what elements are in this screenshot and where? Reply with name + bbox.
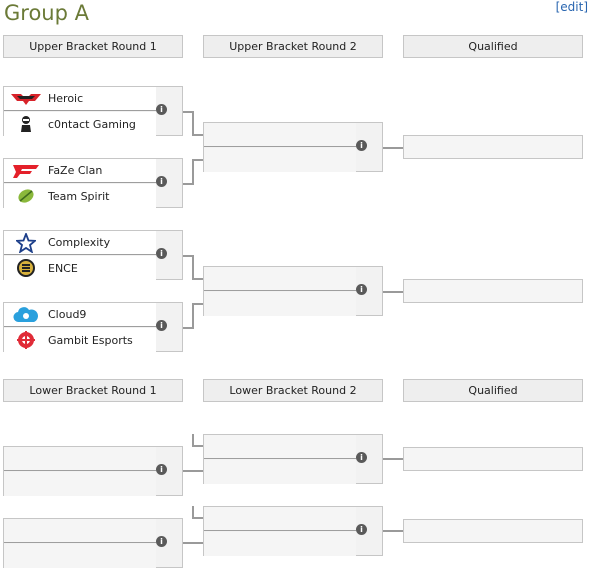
connector-line — [192, 303, 194, 329]
group-title: Group A — [4, 1, 89, 25]
team-slot-empty[interactable] — [4, 447, 156, 471]
upper-r2-match-2: i — [203, 266, 383, 316]
team-name: Complexity — [48, 236, 111, 249]
team-slot-empty[interactable] — [204, 532, 356, 556]
upper-r1-match-3: Complexity ENCE i — [3, 230, 183, 280]
lower-qualified-slot-2[interactable] — [403, 519, 583, 543]
team-slot-heroic[interactable]: Heroic — [4, 87, 156, 111]
match-info-icon[interactable]: i — [356, 524, 367, 535]
connector-line — [183, 327, 193, 329]
upper-r2-match-1: i — [203, 122, 383, 172]
connector-line — [192, 517, 203, 519]
team-slot-empty[interactable] — [4, 472, 156, 496]
faze-clan-logo — [4, 159, 48, 183]
team-slot-empty[interactable] — [204, 292, 356, 316]
cloud9-logo — [4, 303, 48, 327]
connector-line — [192, 434, 194, 446]
connector-line — [192, 445, 203, 447]
connector-line — [192, 303, 203, 305]
team-name: ENCE — [48, 261, 78, 275]
team-slot-empty[interactable] — [204, 507, 356, 531]
lower-qualified-slot-1[interactable] — [403, 447, 583, 471]
connector-line — [183, 111, 193, 113]
team-slot-cloud9[interactable]: Cloud9 — [4, 303, 156, 327]
lower-r2-match-1: i — [203, 434, 383, 484]
lower-r1-match-1: i — [3, 446, 183, 496]
lower-r2-match-2: i — [203, 506, 383, 556]
connector-line — [183, 542, 203, 544]
team-name: c0ntact Gaming — [48, 117, 136, 131]
team-slot-complexity[interactable]: Complexity — [4, 231, 156, 255]
match-info-icon[interactable]: i — [356, 140, 367, 151]
team-slot-contact-gaming[interactable]: c0ntact Gaming — [4, 112, 156, 136]
complexity-logo — [4, 231, 48, 255]
team-name: Heroic — [48, 92, 84, 105]
connector-line — [183, 183, 193, 185]
match-info-icon[interactable]: i — [156, 176, 167, 187]
connector-line — [183, 470, 203, 472]
header-upper-round-2: Upper Bracket Round 2 — [203, 35, 383, 58]
header-upper-round-1: Upper Bracket Round 1 — [3, 35, 183, 58]
team-name: FaZe Clan — [48, 164, 103, 177]
team-slot-gambit-esports[interactable]: Gambit Esports — [4, 328, 156, 352]
edit-link-wrapper: [edit] — [555, 0, 588, 14]
team-spirit-logo — [4, 184, 48, 208]
upper-r1-match-4: Cloud9 Gambit Esports i — [3, 302, 183, 352]
ence-logo — [4, 256, 48, 280]
upper-r1-match-1: Heroic c0ntact Gaming i — [3, 86, 183, 136]
gambit-esports-logo — [4, 328, 48, 352]
connector-line — [183, 255, 193, 257]
connector-line — [383, 291, 403, 293]
team-slot-empty[interactable] — [4, 544, 156, 568]
team-slot-empty[interactable] — [204, 435, 356, 459]
match-info-icon[interactable]: i — [156, 248, 167, 259]
header-lower-round-2: Lower Bracket Round 2 — [203, 379, 383, 402]
header-lower-qualified: Qualified — [403, 379, 583, 402]
match-info-icon[interactable]: i — [156, 464, 167, 475]
connector-line — [192, 111, 194, 135]
upper-qualified-slot-1[interactable] — [403, 135, 583, 159]
team-slot-empty[interactable] — [204, 267, 356, 291]
team-slot-ence[interactable]: ENCE — [4, 256, 156, 280]
connector-line — [192, 159, 203, 161]
team-slot-empty[interactable] — [204, 148, 356, 172]
team-slot-empty[interactable] — [204, 460, 356, 484]
team-name: Team Spirit — [48, 189, 110, 203]
match-info-icon[interactable]: i — [156, 104, 167, 115]
upper-r1-match-2: FaZe Clan Team Spirit i — [3, 158, 183, 208]
match-info-icon[interactable]: i — [356, 284, 367, 295]
heroic-logo — [4, 87, 48, 111]
match-info-icon[interactable]: i — [356, 452, 367, 463]
team-slot-empty[interactable] — [204, 123, 356, 147]
team-name: Gambit Esports — [48, 333, 133, 347]
connector-line — [192, 134, 203, 136]
upper-qualified-slot-2[interactable] — [403, 279, 583, 303]
connector-line — [192, 506, 194, 518]
header-lower-round-1: Lower Bracket Round 1 — [3, 379, 183, 402]
connector-line — [383, 530, 403, 532]
team-slot-empty[interactable] — [4, 519, 156, 543]
connector-line — [383, 147, 403, 149]
contact-gaming-logo — [4, 112, 48, 136]
connector-line — [192, 159, 194, 185]
edit-link[interactable]: edit — [560, 0, 584, 14]
team-slot-team-spirit[interactable]: Team Spirit — [4, 184, 156, 208]
team-slot-faze-clan[interactable]: FaZe Clan — [4, 159, 156, 183]
header-upper-qualified: Qualified — [403, 35, 583, 58]
team-name: Cloud9 — [48, 308, 87, 321]
match-info-icon[interactable]: i — [156, 536, 167, 547]
connector-line — [383, 458, 403, 460]
lower-r1-match-2: i — [3, 518, 183, 568]
match-info-icon[interactable]: i — [156, 320, 167, 331]
connector-line — [192, 278, 203, 280]
connector-line — [192, 255, 194, 279]
